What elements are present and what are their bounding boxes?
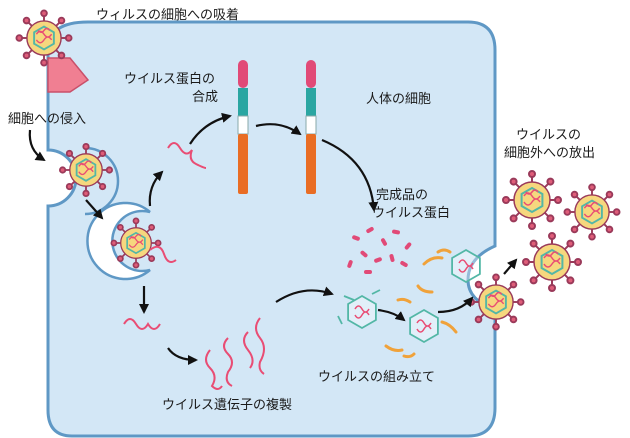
rna-strand	[223, 337, 233, 387]
label-release-1: ウイルスの	[516, 128, 582, 143]
finished-protein-fragments	[347, 227, 412, 274]
uncoating-virus	[110, 217, 162, 269]
cell-membrane	[46, 20, 497, 438]
rna-strand	[255, 317, 265, 375]
rna-strand	[243, 331, 254, 369]
envelope-fragments	[384, 248, 458, 359]
released-virus	[522, 232, 582, 292]
protein-bar-right	[305, 60, 317, 194]
label-adsorption: ウィルスの細胞への吸着	[96, 8, 240, 23]
arrow-adsorption-to-invasion	[28, 129, 46, 162]
arrow-replication-to-assembly	[275, 286, 334, 303]
arrow-assembly-step	[377, 308, 406, 322]
label-human-cell: 人体の細胞	[366, 92, 432, 107]
assembled-capsid	[451, 249, 481, 283]
label-protein-synthesis-2: 合成	[192, 90, 219, 105]
teal-fragments	[337, 289, 381, 325]
rna-strand	[123, 318, 161, 330]
process-arrows	[28, 112, 518, 365]
rna-strand	[167, 142, 207, 169]
arrow-release	[503, 258, 518, 275]
label-invasion: 細胞への侵入	[8, 112, 87, 127]
label-release-2: 細胞外への放出	[504, 146, 596, 161]
entering-virus	[58, 142, 114, 198]
adsorbing-virus	[15, 9, 73, 67]
endosome	[86, 201, 151, 281]
label-finished-protein-2: ウイルス蛋白	[372, 206, 451, 221]
arrow-assembly-to-membrane	[437, 296, 474, 314]
label-assembly: ウイルスの組み立て	[318, 370, 436, 385]
arrow-endosome-to-rna	[148, 170, 164, 207]
cell-body	[46, 20, 497, 438]
label-protein-synthesis-1: ウイルス蛋白の	[124, 72, 216, 87]
arrow-protein-to-finished	[321, 138, 379, 212]
released-rna	[149, 245, 177, 263]
arrow-protein-transfer	[255, 123, 302, 136]
budding-virus	[467, 273, 525, 331]
released-virus	[502, 170, 562, 230]
rna-strand	[205, 349, 223, 390]
arrow-invasion-to-endosome	[85, 199, 104, 220]
receptor	[47, 57, 90, 93]
arrow-rna-to-protein	[189, 112, 232, 145]
viral-rna	[123, 142, 265, 390]
assembling-capsid	[347, 295, 377, 329]
released-virus	[563, 183, 621, 241]
protein-bar-left	[237, 60, 249, 194]
label-finished-protein-1: 完成品の	[376, 188, 429, 203]
arrow-replication-down	[167, 347, 198, 365]
label-replication: ウイルス遺伝子の複製	[162, 398, 293, 413]
assembling-capsid	[409, 309, 439, 343]
